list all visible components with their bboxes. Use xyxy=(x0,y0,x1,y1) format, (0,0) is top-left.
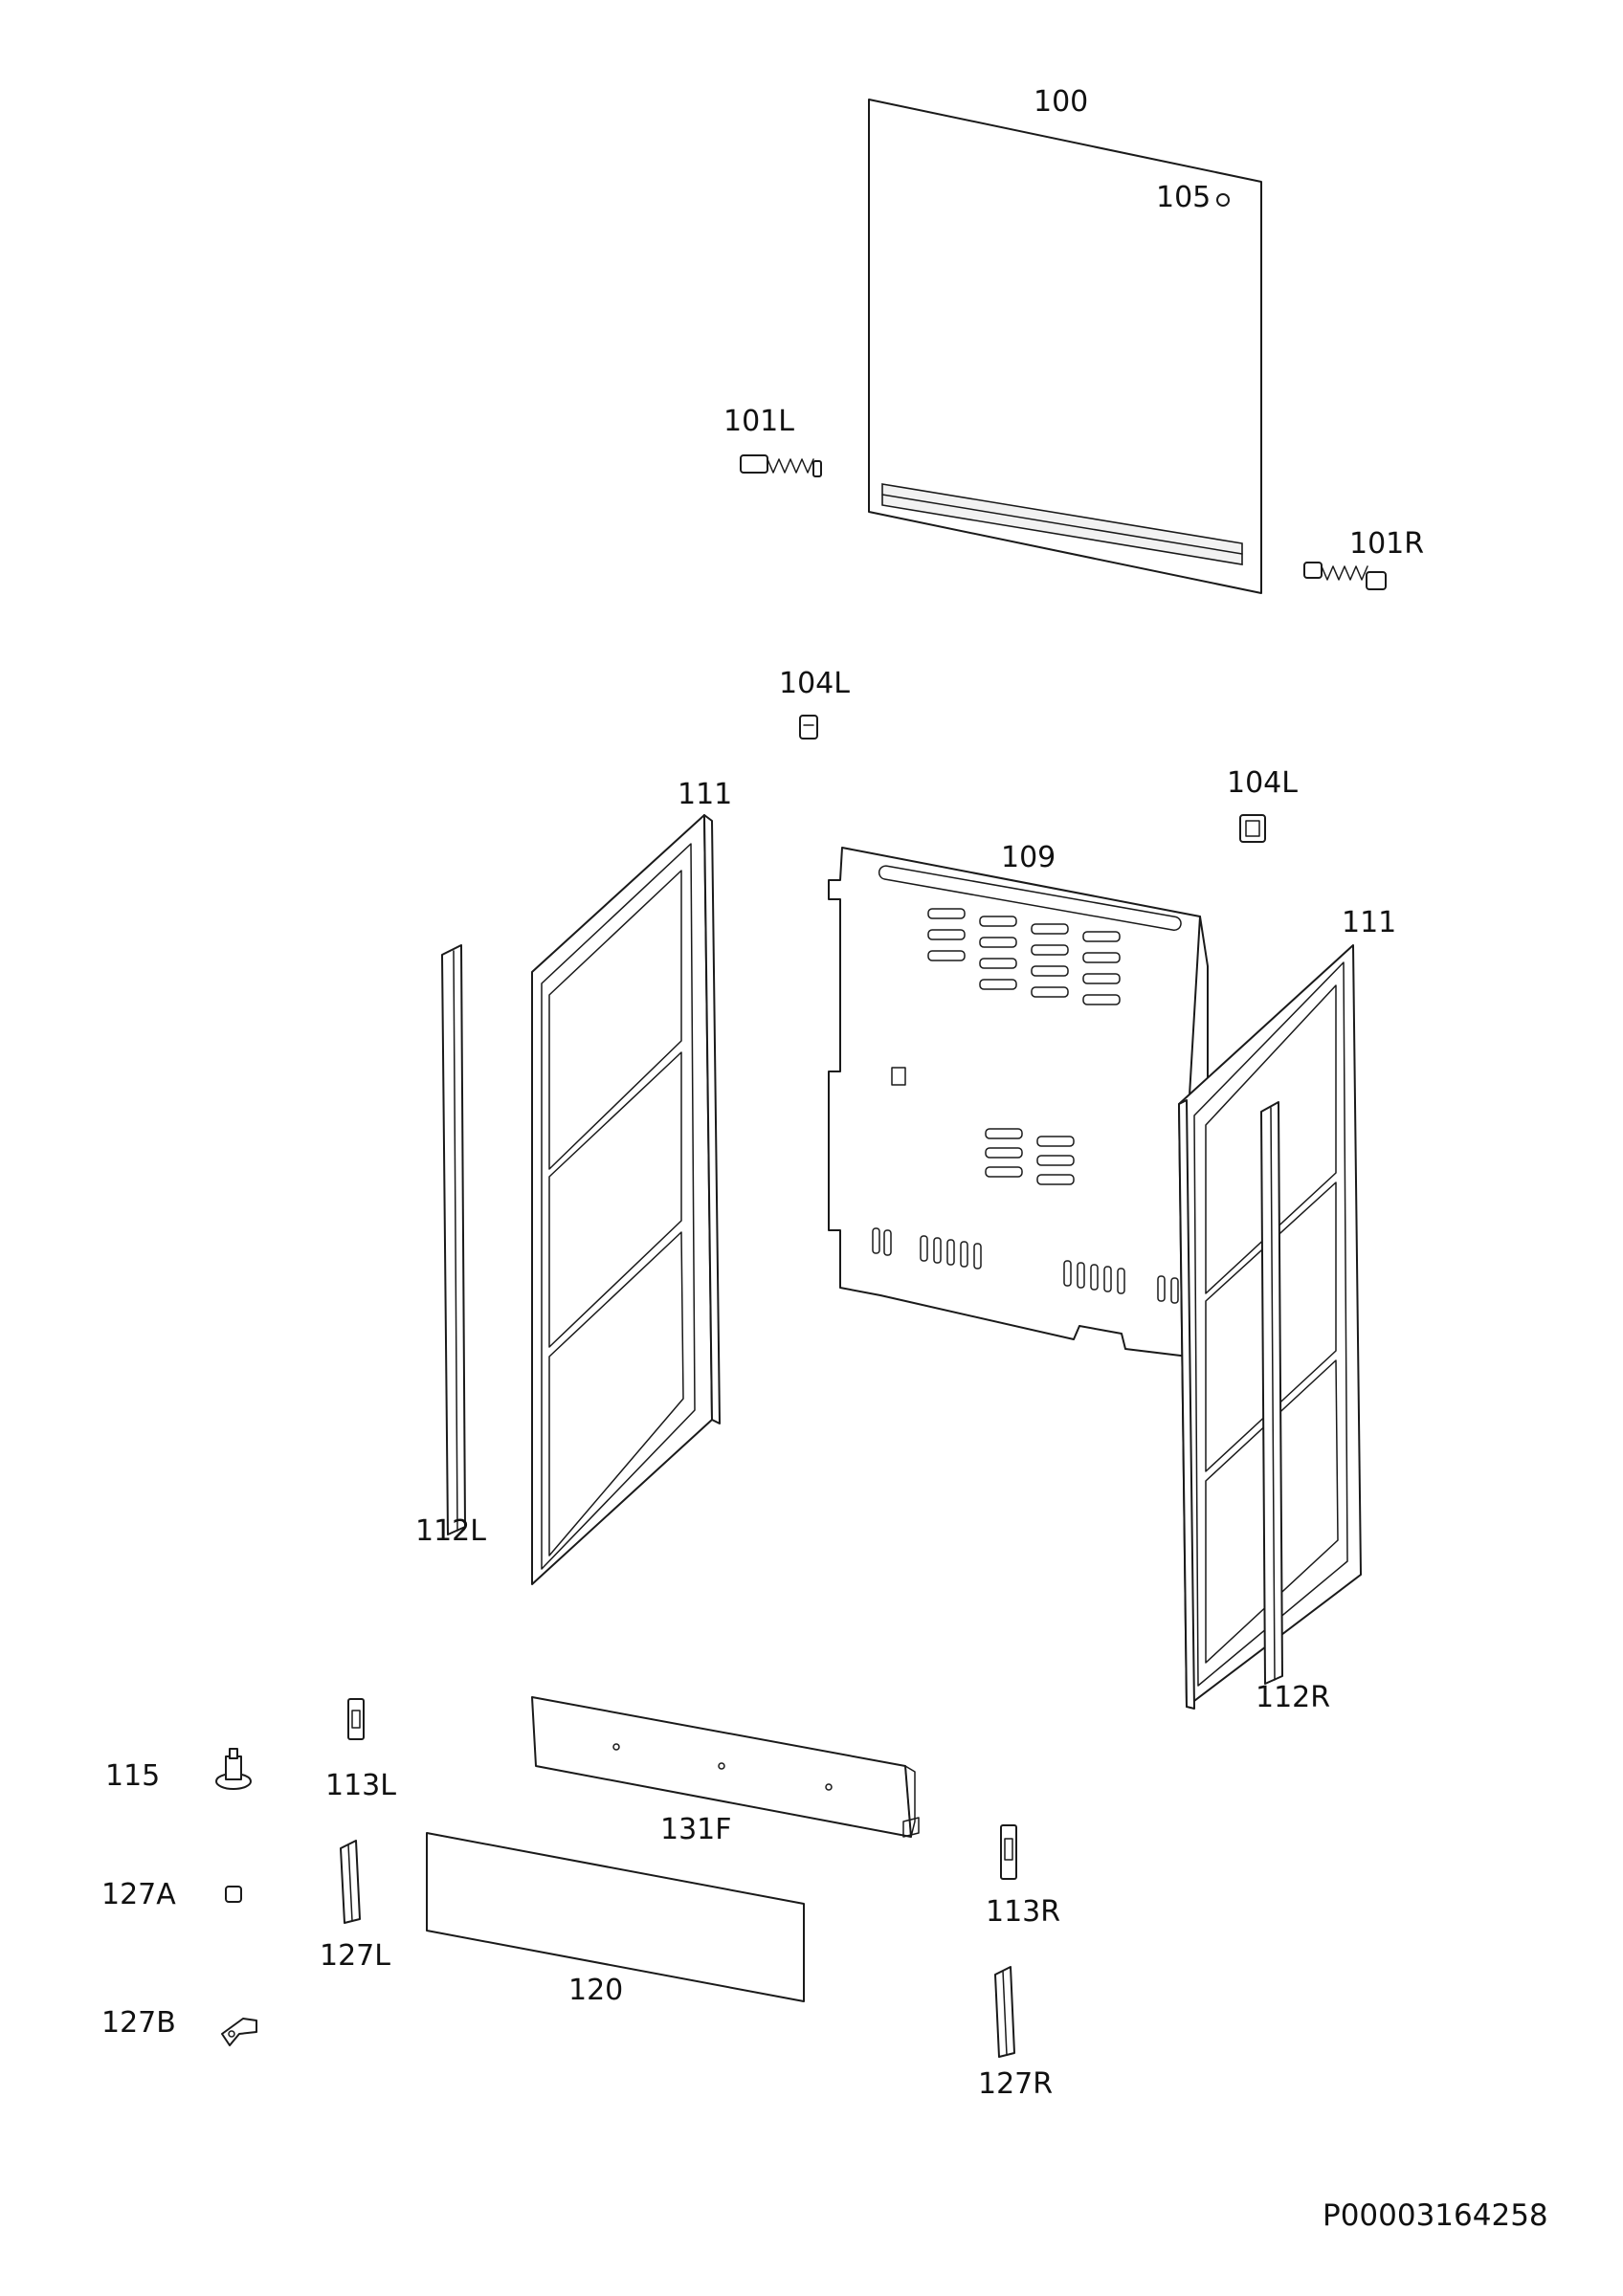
part-113R-bracket xyxy=(1000,1824,1017,1880)
part-101L-hinge xyxy=(740,454,822,477)
part-127L-cover xyxy=(340,1840,361,1924)
part-112L-strip xyxy=(441,944,466,1535)
callout-101L: 101L xyxy=(723,405,794,438)
callout-127L: 127L xyxy=(320,1939,390,1973)
callout-120: 120 xyxy=(568,1974,624,2007)
document-number: P00003164258 xyxy=(1323,2198,1548,2233)
part-112R-strip xyxy=(1260,1101,1283,1685)
part-127B-connector xyxy=(221,2018,257,2046)
part-131F-rail xyxy=(531,1696,920,1838)
part-104L-clip-top xyxy=(799,715,818,740)
part-127A-cap xyxy=(225,1886,242,1903)
callout-127R: 127R xyxy=(978,2067,1054,2101)
callout-113R: 113R xyxy=(986,1895,1061,1929)
callout-104L-right: 104L xyxy=(1227,766,1298,800)
part-101R-hinge xyxy=(1303,562,1387,590)
callout-100: 100 xyxy=(1034,85,1089,119)
part-100-glass-panel xyxy=(868,99,1262,594)
callout-104L-top: 104L xyxy=(779,667,850,700)
part-127R-cover xyxy=(994,1966,1015,2058)
callout-115: 115 xyxy=(105,1759,161,1793)
callout-111-left: 111 xyxy=(678,778,733,811)
part-111-left-frame xyxy=(531,814,721,1585)
callout-111-right: 111 xyxy=(1342,906,1397,939)
part-120-panel xyxy=(426,1832,805,2002)
part-113L-bracket xyxy=(347,1698,365,1740)
callout-109: 109 xyxy=(1001,841,1056,874)
part-115-foot xyxy=(215,1748,252,1790)
part-104L-clip-right xyxy=(1239,814,1266,843)
callout-113L: 113L xyxy=(325,1769,396,1802)
callout-112R: 112R xyxy=(1256,1681,1331,1714)
callout-101R: 101R xyxy=(1349,527,1425,561)
callout-127A: 127A xyxy=(101,1878,176,1911)
callout-131F: 131F xyxy=(660,1813,732,1846)
part-105-hole xyxy=(1216,193,1230,207)
callout-105: 105 xyxy=(1156,181,1212,214)
callout-112L: 112L xyxy=(415,1514,486,1548)
part-109-back-panel xyxy=(828,847,1209,1358)
callout-127B: 127B xyxy=(101,2006,176,2040)
